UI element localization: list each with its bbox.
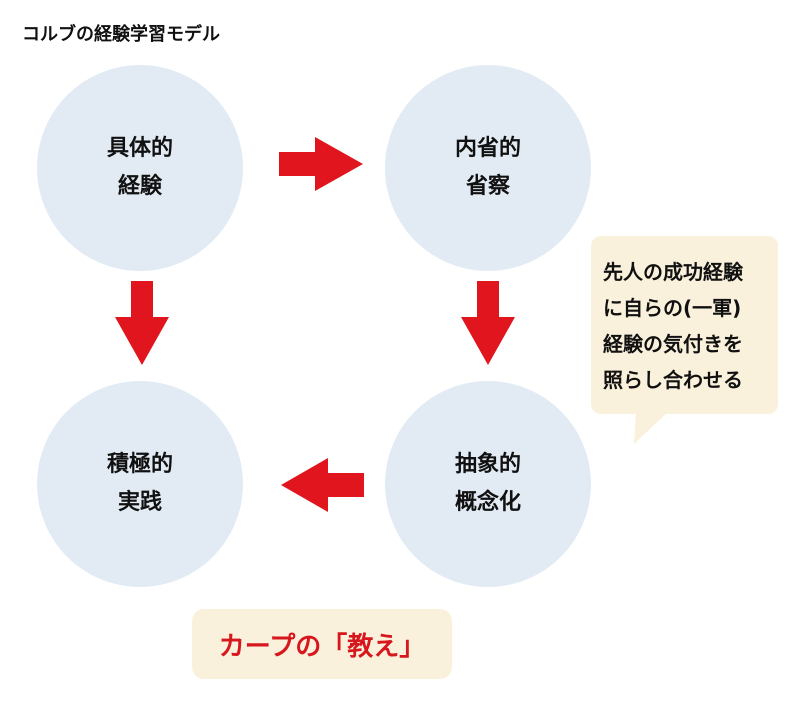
stage-label-line1: 抽象的 (454, 452, 521, 477)
arrow-right-icon (279, 137, 363, 191)
stage-label: 具体的 経験 (107, 130, 173, 206)
diagram-title: コルブの経験学習モデル (22, 24, 220, 45)
callout-line: 先人の成功経験 (603, 260, 743, 284)
stage-label: 積極的 実践 (107, 446, 173, 522)
callout-line: に自らの(一軍) (603, 296, 742, 320)
stage-label-line2: 実践 (117, 490, 162, 515)
arrow-down-icon (461, 281, 515, 365)
callout-line: 経験の気付きを (603, 332, 743, 356)
stage-label: 抽象的 概念化 (455, 446, 521, 522)
carp-teaching-text: カープの「教え」 (218, 631, 426, 662)
callout-line: 照らし合わせる (603, 368, 743, 392)
callout-bubble: 先人の成功経験 に自らの(一軍) 経験の気付きを 照らし合わせる (591, 236, 778, 414)
stage-label-line1: 内省的 (454, 136, 521, 161)
stage-label-line1: 具体的 (106, 136, 173, 161)
stage-reflective-observation: 内省的 省察 (385, 65, 591, 271)
stage-label-line1: 積極的 (106, 452, 173, 477)
stage-concrete-experience: 具体的 経験 (37, 65, 243, 271)
stage-label-line2: 経験 (117, 174, 162, 199)
stage-label: 内省的 省察 (455, 130, 521, 206)
arrow-down-icon (115, 281, 169, 365)
arrow-left-icon (281, 458, 364, 512)
carp-teaching-label: カープの「教え」 (192, 609, 452, 679)
callout-tail (634, 412, 668, 444)
stage-label-line2: 省察 (465, 174, 510, 199)
stage-label-line2: 概念化 (454, 490, 521, 515)
callout-text: 先人の成功経験 に自らの(一軍) 経験の気付きを 照らし合わせる (603, 254, 743, 398)
stage-active-experimentation: 積極的 実践 (37, 381, 243, 587)
stage-abstract-conceptualization: 抽象的 概念化 (385, 381, 591, 587)
